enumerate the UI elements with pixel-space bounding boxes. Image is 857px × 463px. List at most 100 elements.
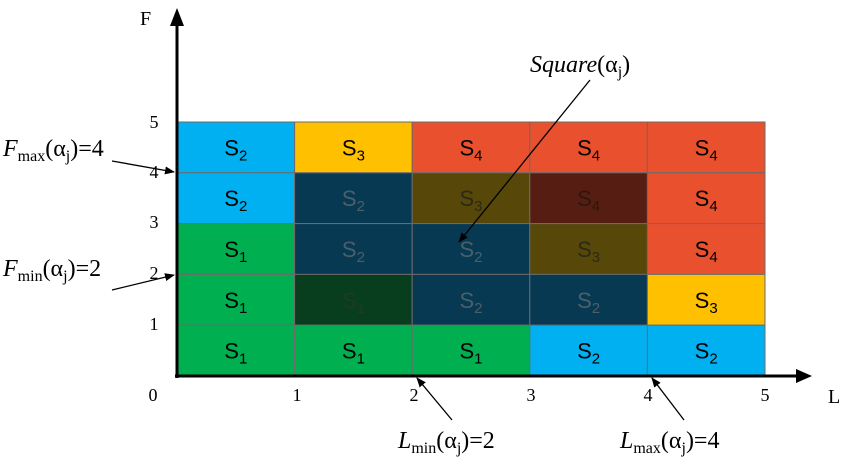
x-tick-label: 4 bbox=[644, 385, 653, 405]
grid-cell-label: S1 bbox=[459, 339, 482, 368]
lmax-arrow bbox=[651, 377, 685, 421]
grid-cell-label: S2 bbox=[695, 339, 718, 368]
grid-cell-fill bbox=[294, 223, 413, 275]
grid-cell: S4 bbox=[646, 172, 766, 225]
grid-cell-label: S3 bbox=[459, 186, 482, 215]
grid-cell: S2 bbox=[529, 324, 648, 377]
grid-cell-label: S4 bbox=[577, 186, 600, 215]
grid-cell: S1 bbox=[176, 223, 296, 275]
grid-cell-label: S3 bbox=[695, 288, 718, 317]
x-tick-label: 2 bbox=[410, 385, 419, 405]
grid-cell-fill bbox=[646, 223, 766, 275]
grid-cell-fill bbox=[529, 172, 648, 225]
grid-cell: S2 bbox=[294, 223, 413, 275]
fmin-label: Fmin(αj)=2 bbox=[2, 256, 101, 285]
grid-cell-fill bbox=[411, 223, 531, 275]
grid-cell: S1 bbox=[176, 324, 296, 377]
grid-cell-fill bbox=[176, 172, 296, 225]
axes: L F bbox=[140, 8, 840, 408]
lmax-annotation: Lmax(αj)=4 bbox=[619, 377, 719, 457]
grid-cell-fill bbox=[529, 223, 648, 275]
grid-cell-fill bbox=[529, 121, 648, 174]
y-tick-label: 5 bbox=[150, 112, 159, 132]
square-arrow bbox=[458, 79, 591, 243]
grid-cell: S1 bbox=[176, 273, 296, 326]
lmin-annotation: Lmin(αj)=2 bbox=[397, 377, 495, 457]
grid-cell-label: S1 bbox=[224, 288, 247, 317]
grid-cell: S4 bbox=[529, 172, 648, 225]
grid-cell: S4 bbox=[529, 121, 648, 174]
x-axis-label: L bbox=[828, 386, 840, 408]
fmax-label: Fmax(αj)=4 bbox=[2, 136, 104, 165]
grid-cell-label: S1 bbox=[224, 339, 247, 368]
grid-cell-fill bbox=[646, 324, 766, 377]
grid-cell: S2 bbox=[176, 121, 296, 174]
lmin-arrow bbox=[416, 377, 453, 421]
grid-cell: S4 bbox=[646, 121, 766, 174]
grid-cell-label: S4 bbox=[459, 135, 482, 164]
grid-cell-label: S2 bbox=[577, 339, 600, 368]
y-tick-label: 3 bbox=[150, 212, 159, 232]
grid-cell: S2 bbox=[646, 324, 766, 377]
grid-cell-fill bbox=[411, 172, 531, 225]
grid-cell-label: S4 bbox=[695, 135, 718, 164]
grid-cell-label: S2 bbox=[342, 186, 365, 215]
square-annotation: Square(αj) bbox=[458, 52, 630, 243]
fmin-annotation: Fmin(αj)=2 bbox=[2, 256, 175, 291]
grid-cell-fill bbox=[294, 273, 413, 326]
grid-cell-fill bbox=[529, 273, 648, 326]
grid-cell-fill bbox=[294, 172, 413, 225]
grid-cell: S3 bbox=[411, 172, 531, 225]
grid-cell-label: S2 bbox=[342, 237, 365, 266]
grid-cell-fill bbox=[529, 324, 648, 377]
x-tick-label: 5 bbox=[761, 385, 770, 405]
grid-cell-fill bbox=[176, 121, 296, 174]
grid-cell-fill bbox=[176, 273, 296, 326]
grid-cell-fill bbox=[294, 324, 413, 377]
grid-cell-label: S3 bbox=[342, 135, 365, 164]
x-tick-label: 1 bbox=[293, 385, 302, 405]
grid-cell-label: S1 bbox=[342, 288, 365, 317]
y-axis-arrowhead bbox=[170, 8, 184, 26]
grid-cell: S4 bbox=[646, 223, 766, 275]
x-tick-label: 0 bbox=[149, 385, 158, 405]
grid-cell-fill bbox=[411, 121, 531, 174]
grid-cell-fill bbox=[176, 223, 296, 275]
grid-cell-label: S1 bbox=[342, 339, 365, 368]
grid-cell-fill bbox=[646, 172, 766, 225]
grid-cell-label: S4 bbox=[577, 135, 600, 164]
lmax-label: Lmax(αj)=4 bbox=[619, 428, 719, 457]
x-axis-arrowhead bbox=[796, 369, 812, 383]
grid-cell-label: S2 bbox=[459, 237, 482, 266]
fmin-arrow bbox=[111, 273, 175, 291]
grid-cell: S4 bbox=[411, 121, 531, 174]
grid-cell: S2 bbox=[176, 172, 296, 225]
grid-cell-fill bbox=[646, 121, 766, 174]
lmin-label: Lmin(αj)=2 bbox=[397, 428, 495, 457]
grid-cell-label: S4 bbox=[695, 237, 718, 266]
grid-cell: S3 bbox=[294, 121, 413, 174]
fmax-arrow bbox=[111, 160, 175, 175]
grid-cell: S2 bbox=[529, 273, 648, 326]
grid-cell-label: S2 bbox=[224, 186, 247, 215]
y-axis-label: F bbox=[140, 8, 151, 30]
grid-cell-label: S2 bbox=[577, 288, 600, 317]
fmax-annotation: Fmax(αj)=4 bbox=[2, 136, 175, 175]
grid-cell-fill bbox=[294, 121, 413, 174]
grid-cell-label: S1 bbox=[224, 237, 247, 266]
x-tick-label: 3 bbox=[527, 385, 536, 405]
grid-cell-label: S4 bbox=[695, 186, 718, 215]
grid-cell: S3 bbox=[646, 273, 766, 326]
grid-cell: S1 bbox=[294, 324, 413, 377]
grid-cell-fill bbox=[646, 273, 766, 326]
grid-cell-label: S2 bbox=[224, 135, 247, 164]
grid-cell: S1 bbox=[411, 324, 531, 377]
y-tick-label: 1 bbox=[150, 314, 159, 334]
x-tick-labels: 0 1 2 3 4 5 bbox=[149, 385, 770, 405]
grid-cell: S1 bbox=[294, 273, 413, 326]
grid-cell: S2 bbox=[411, 273, 531, 326]
square-label: Square(αj) bbox=[530, 52, 630, 81]
